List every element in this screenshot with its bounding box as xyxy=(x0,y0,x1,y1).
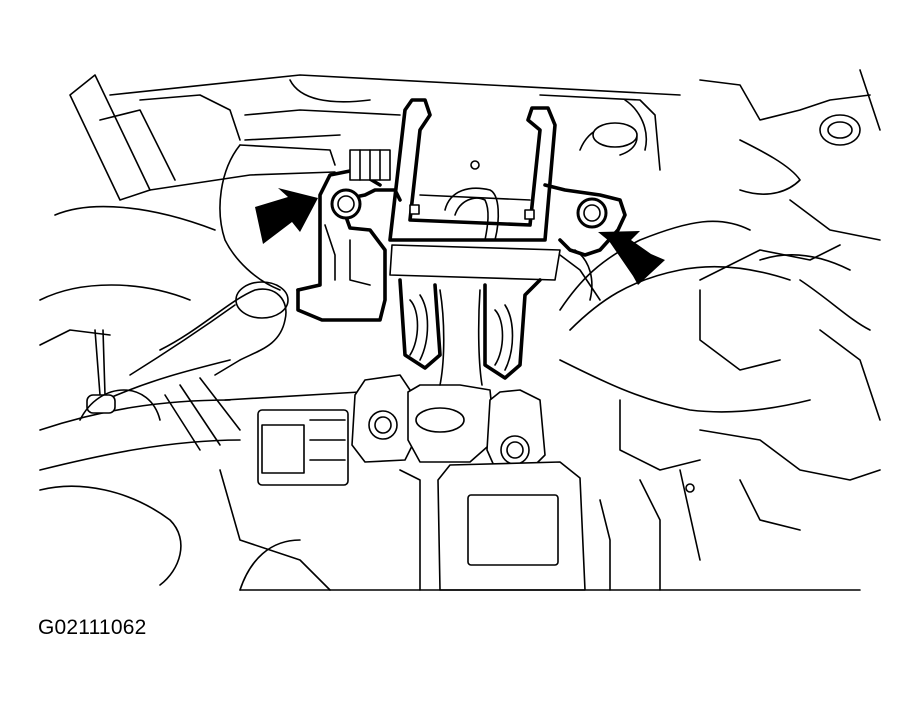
throttle-body-bracket-highlight xyxy=(296,98,627,386)
left-arrow-icon xyxy=(255,188,318,244)
callout-arrows xyxy=(255,188,665,285)
lower-center-components xyxy=(239,374,861,591)
right-arrow-icon xyxy=(598,231,665,285)
figure-code: G02111062 xyxy=(38,616,147,639)
background-engine-parts xyxy=(39,69,881,591)
